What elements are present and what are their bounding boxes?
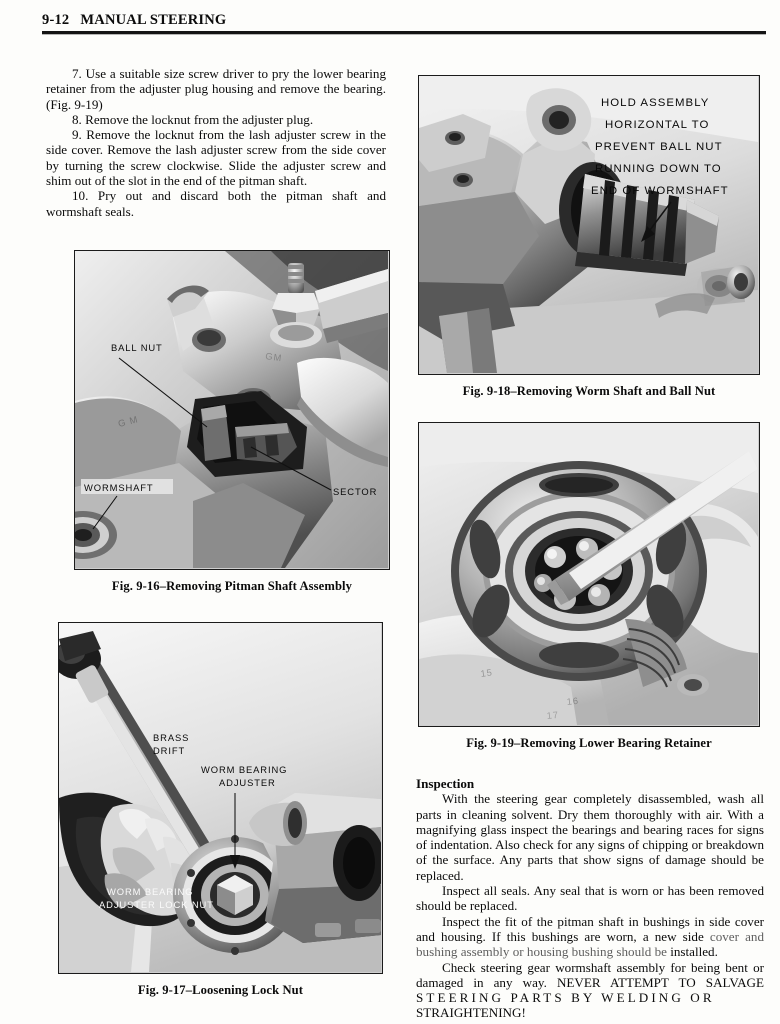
step-8-paragraph: 8. Remove the locknut from the adjuster …: [72, 111, 314, 127]
left-column: 7. Use a suitable size screw driver to p…: [46, 66, 386, 219]
figure-9-17-label-adjuster-1: WORM BEARING: [201, 764, 287, 775]
figure-9-17-arrow-adjuster: [230, 855, 240, 869]
figure-9-19-photo: 15 16 17: [419, 423, 758, 725]
inspection-paragraph-2: Inspect all seals. Any seal that is worn…: [416, 883, 764, 914]
inspection-p3-c: installed.: [666, 944, 718, 960]
svg-text:GM: GM: [265, 350, 283, 363]
step-10-paragraph: 10. Pry out and discard both the pitman …: [46, 188, 386, 219]
figure-9-18: HOLD ASSEMBLY HORIZONTAL TO PREVENT BALL…: [418, 75, 760, 399]
figure-9-17-caption: Fig. 9-17–Loosening Lock Nut: [137, 983, 304, 997]
svg-text:15: 15: [480, 666, 494, 679]
figure-9-17-frame: BRASS DRIFT WORM BEARING ADJUSTER WORM B…: [58, 622, 383, 974]
figure-9-16-photo: G M GM BALL NUT WORMSHAFT SECTOR: [75, 251, 388, 568]
figure-9-16-label-ball-nut: BALL NUT: [111, 342, 163, 353]
figure-9-18-arrowhead: [641, 226, 655, 242]
svg-text:G M: G M: [117, 413, 139, 429]
figure-9-18-callout-line-2: HORIZONTAL TO: [605, 119, 709, 131]
step-9-paragraph: 9. Remove the locknut from the lash adju…: [46, 127, 386, 189]
inspection-p3-b: cover and bushing assembly or housing bu…: [416, 928, 765, 960]
figure-9-17-label-brass-1: BRASS: [153, 732, 189, 743]
figure-9-18-callout-line-3: PREVENT BALL NUT: [595, 141, 723, 153]
figure-9-17-label-locknut-2: ADJUSTER LOCK NUT: [99, 899, 214, 910]
header-text: 9-12 MANUAL STEERING: [42, 12, 766, 29]
inspection-paragraph-4: Check steering gear wormshaft assembly f…: [416, 960, 764, 1021]
figure-9-19-caption: Fig. 9-19–Removing Lower Bearing Retaine…: [466, 736, 712, 750]
figure-9-17: BRASS DRIFT WORM BEARING ADJUSTER WORM B…: [58, 622, 383, 998]
page-header: 9-12 MANUAL STEERING: [42, 12, 766, 35]
step-7-paragraph: 7. Use a suitable size screw driver to p…: [46, 66, 386, 112]
figure-9-16: G M GM BALL NUT WORMSHAFT SECTOR Fig. 9-…: [74, 250, 390, 594]
section-title: MANUAL STEERING: [80, 12, 227, 28]
header-rule: [42, 31, 766, 35]
inspection-section: Inspection With the steering gear comple…: [416, 776, 764, 1021]
inspection-paragraph-1: With the steering gear completely disass…: [416, 791, 764, 883]
figure-9-16-caption: Fig. 9-16–Removing Pitman Shaft Assembly: [111, 579, 353, 593]
figure-9-16-label-sector: SECTOR: [333, 486, 377, 497]
inspection-heading: Inspection: [416, 776, 475, 791]
figure-9-17-label-locknut-1: WORM BEARING: [107, 886, 193, 897]
figure-9-16-leader-sector: [250, 446, 332, 491]
figure-9-18-callout-line-5: END OF WORMSHAFT: [591, 185, 729, 197]
figure-9-19-frame: 15 16 17: [418, 422, 760, 727]
figure-9-17-photo: BRASS DRIFT WORM BEARING ADJUSTER WORM B…: [59, 623, 381, 972]
figure-9-16-leader-ball-nut: [118, 357, 208, 428]
figure-9-19: 15 16 17 Fig. 9-19–Removing Lower Bearin…: [418, 422, 760, 751]
inspection-p4-c: STRAIGHTENING!: [416, 1005, 526, 1021]
svg-text:16: 16: [566, 695, 579, 707]
figure-9-18-callout-line-1: HOLD ASSEMBLY: [601, 97, 709, 109]
figure-9-18-leader: [646, 201, 672, 235]
inspection-p4-a: Check steering gear wormshaft assembly f…: [416, 959, 764, 990]
figure-9-17-label-adjuster-2: ADJUSTER: [219, 777, 276, 788]
figure-9-16-label-wormshaft: WORMSHAFT: [84, 482, 154, 493]
inspection-p4-b: STEERING PARTS BY WELDING OR: [416, 990, 715, 1006]
figure-9-17-label-brass-2: DRIFT: [153, 745, 185, 756]
page-folio: 9-12: [42, 12, 70, 28]
figure-9-16-frame: G M GM BALL NUT WORMSHAFT SECTOR: [74, 250, 390, 570]
figure-9-18-callout-line-4: RUNNING DOWN TO: [595, 163, 722, 175]
figure-9-18-photo: HOLD ASSEMBLY HORIZONTAL TO PREVENT BALL…: [419, 76, 758, 373]
inspection-p3-a: Inspect the fit of the pitman shaft in b…: [416, 913, 764, 944]
figure-9-16-leader-wormshaft: [92, 495, 118, 530]
inspection-paragraph-3: Inspect the fit of the pitman shaft in b…: [416, 914, 764, 960]
figure-9-18-frame: HOLD ASSEMBLY HORIZONTAL TO PREVENT BALL…: [418, 75, 760, 375]
figure-9-18-caption: Fig. 9-18–Removing Worm Shaft and Ball N…: [462, 384, 716, 398]
svg-text:17: 17: [546, 709, 559, 721]
